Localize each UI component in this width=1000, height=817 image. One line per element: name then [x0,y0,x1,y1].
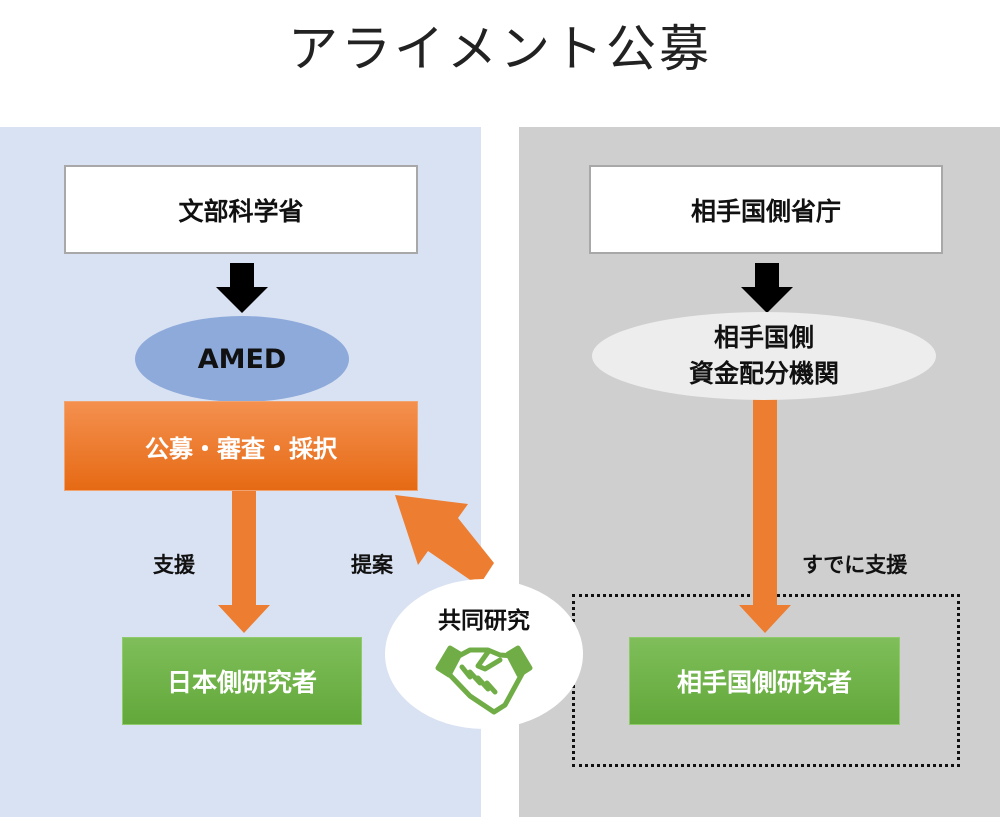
existing-support-label: すでに支援 [802,553,908,577]
partner-agency-line1: 相手国側 [713,323,814,352]
proposal-label: 提案 [351,553,393,577]
handshake-icon [435,645,533,715]
japan-researcher-box: 日本側研究者 [122,637,362,725]
partner-researcher-label: 相手国側研究者 [676,668,852,697]
partner-agency-ellipse: 相手国側 資金配分機関 [592,312,936,400]
japan-researcher-label: 日本側研究者 [166,668,317,697]
arrow-ministry-to-amed [216,263,268,313]
amed-label: AMED [197,343,287,375]
ministry-label-partner: 相手国側省庁 [690,196,841,226]
arrow-proposal [395,495,494,586]
arrow-support [218,491,270,633]
ministry-box-partner: 相手国側省庁 [589,165,943,254]
arrow-ministry-to-partner-agency [741,263,793,313]
partner-researcher-box: 相手国側研究者 [629,637,900,725]
page-title: アライメント公募 [288,20,712,78]
amed-ellipse: AMED [135,316,349,402]
selection-process-label: 公募・審査・採択 [145,434,337,463]
partner-agency-line2: 資金配分機関 [688,359,839,388]
joint-research-label: 共同研究 [438,608,530,634]
arrow-existing-support [739,398,791,633]
selection-process-box: 公募・審査・採択 [64,401,418,491]
ministry-box-japan: 文部科学省 [64,165,418,254]
ministry-label-japan: 文部科学省 [178,196,304,226]
support-label: 支援 [153,553,195,577]
